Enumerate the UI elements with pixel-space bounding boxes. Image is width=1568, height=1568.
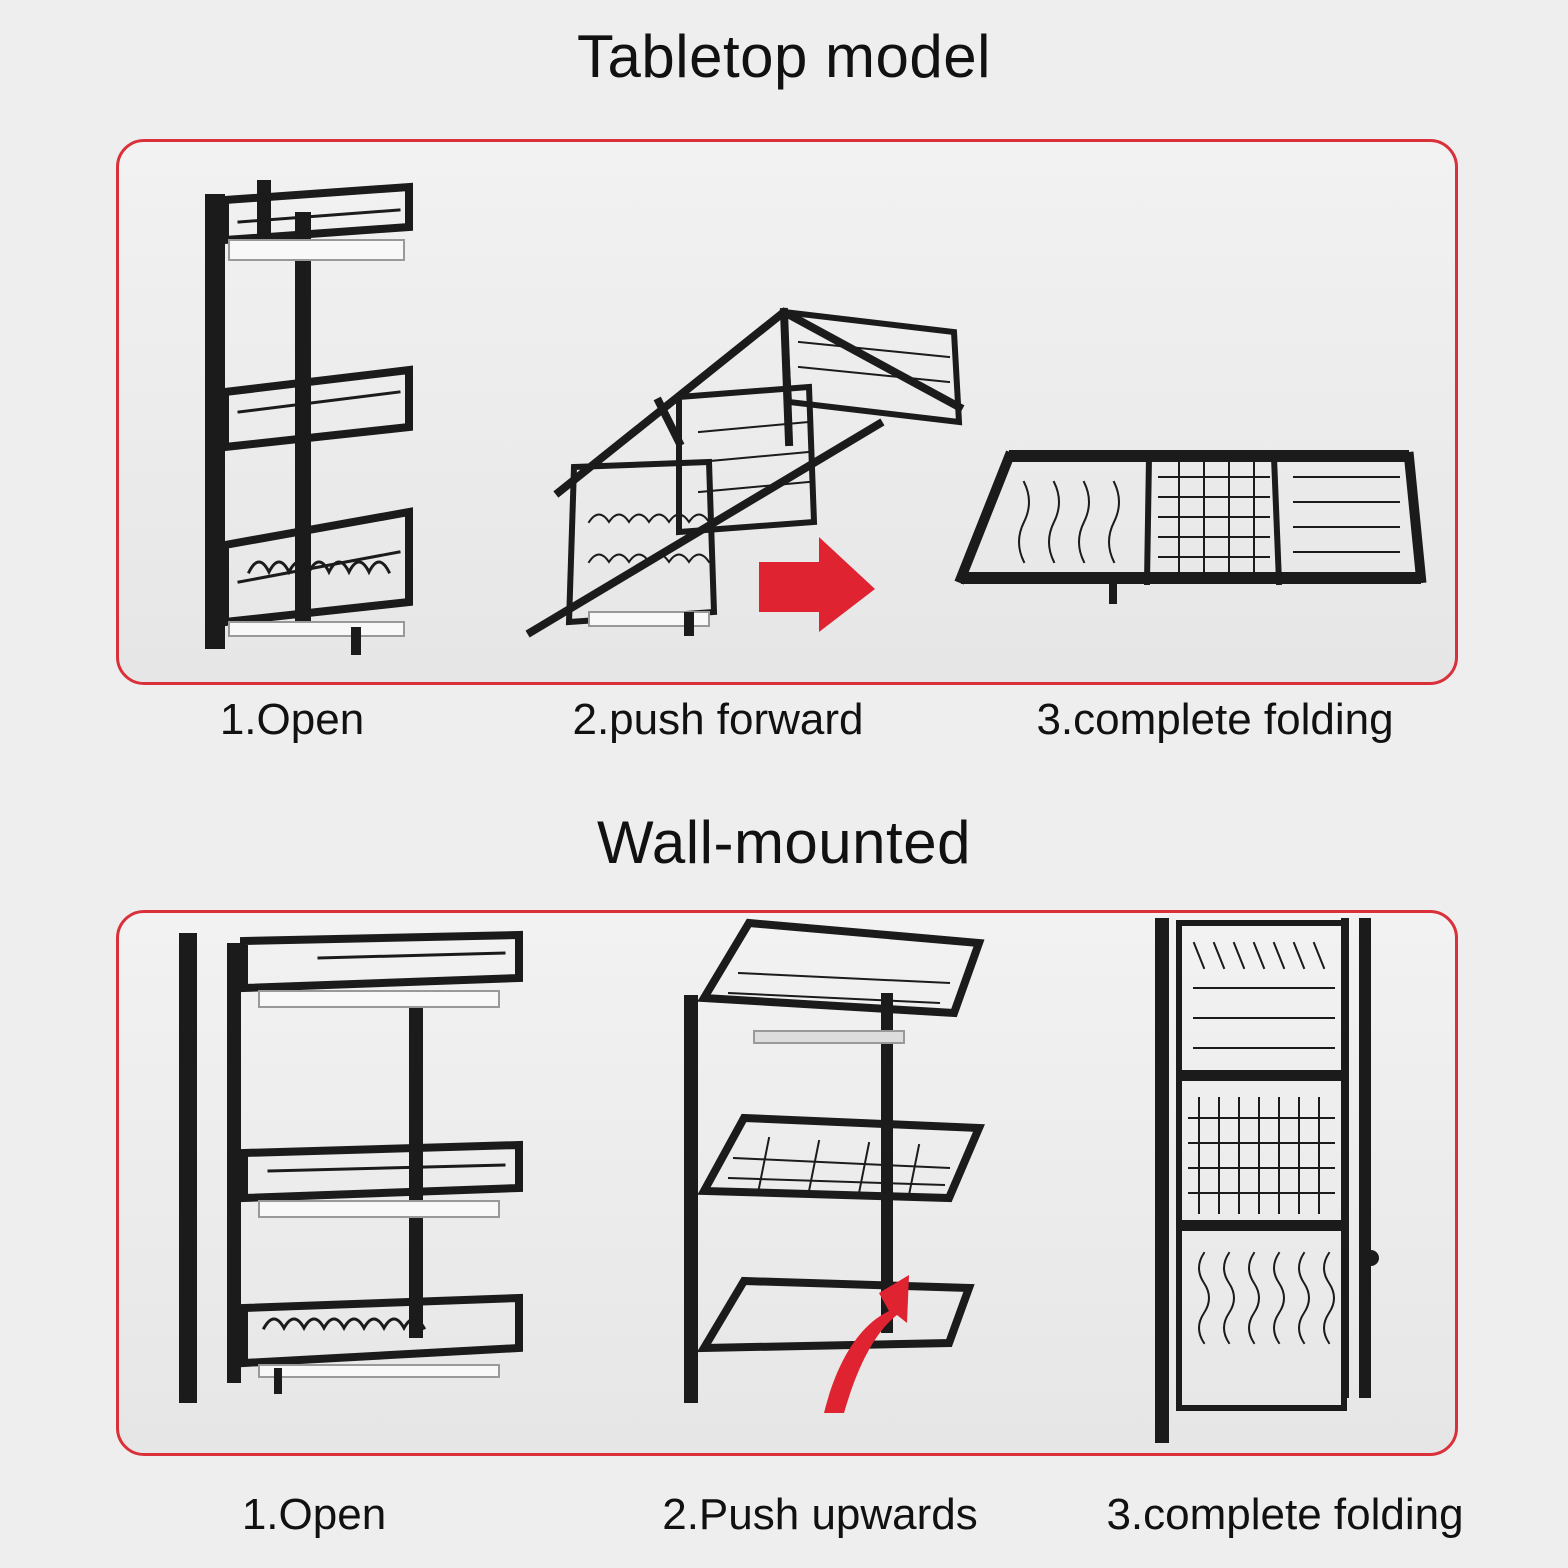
wall-rack-folded <box>1155 918 1379 1443</box>
wall-rack-open <box>179 930 523 1403</box>
section-title-wall: Wall-mounted <box>597 809 971 876</box>
tabletop-step-3-label: 3.complete folding <box>1036 695 1394 744</box>
tabletop-step-1-label: 1.Open <box>219 695 365 744</box>
wall-rack-folding <box>684 918 985 1403</box>
tabletop-rack-open <box>205 180 413 655</box>
wall-step-2-label: 2.Push upwards <box>662 1490 978 1539</box>
tabletop-rack-folding <box>525 307 965 638</box>
wall-step-3-label: 3.complete folding <box>1106 1490 1464 1539</box>
section-title-tabletop: Tabletop model <box>577 23 991 90</box>
tabletop-step-2-label: 2.push forward <box>572 695 864 744</box>
wall-step-1-label: 1.Open <box>241 1490 387 1539</box>
tabletop-rack-folded <box>954 450 1427 604</box>
arrow-right-icon <box>759 537 875 632</box>
tabletop-illustration <box>205 180 1427 655</box>
wall-panel <box>116 910 1458 1456</box>
wall-illustration <box>179 918 1379 1443</box>
arrow-curved-up-icon <box>824 1275 909 1413</box>
tabletop-panel <box>116 139 1458 685</box>
